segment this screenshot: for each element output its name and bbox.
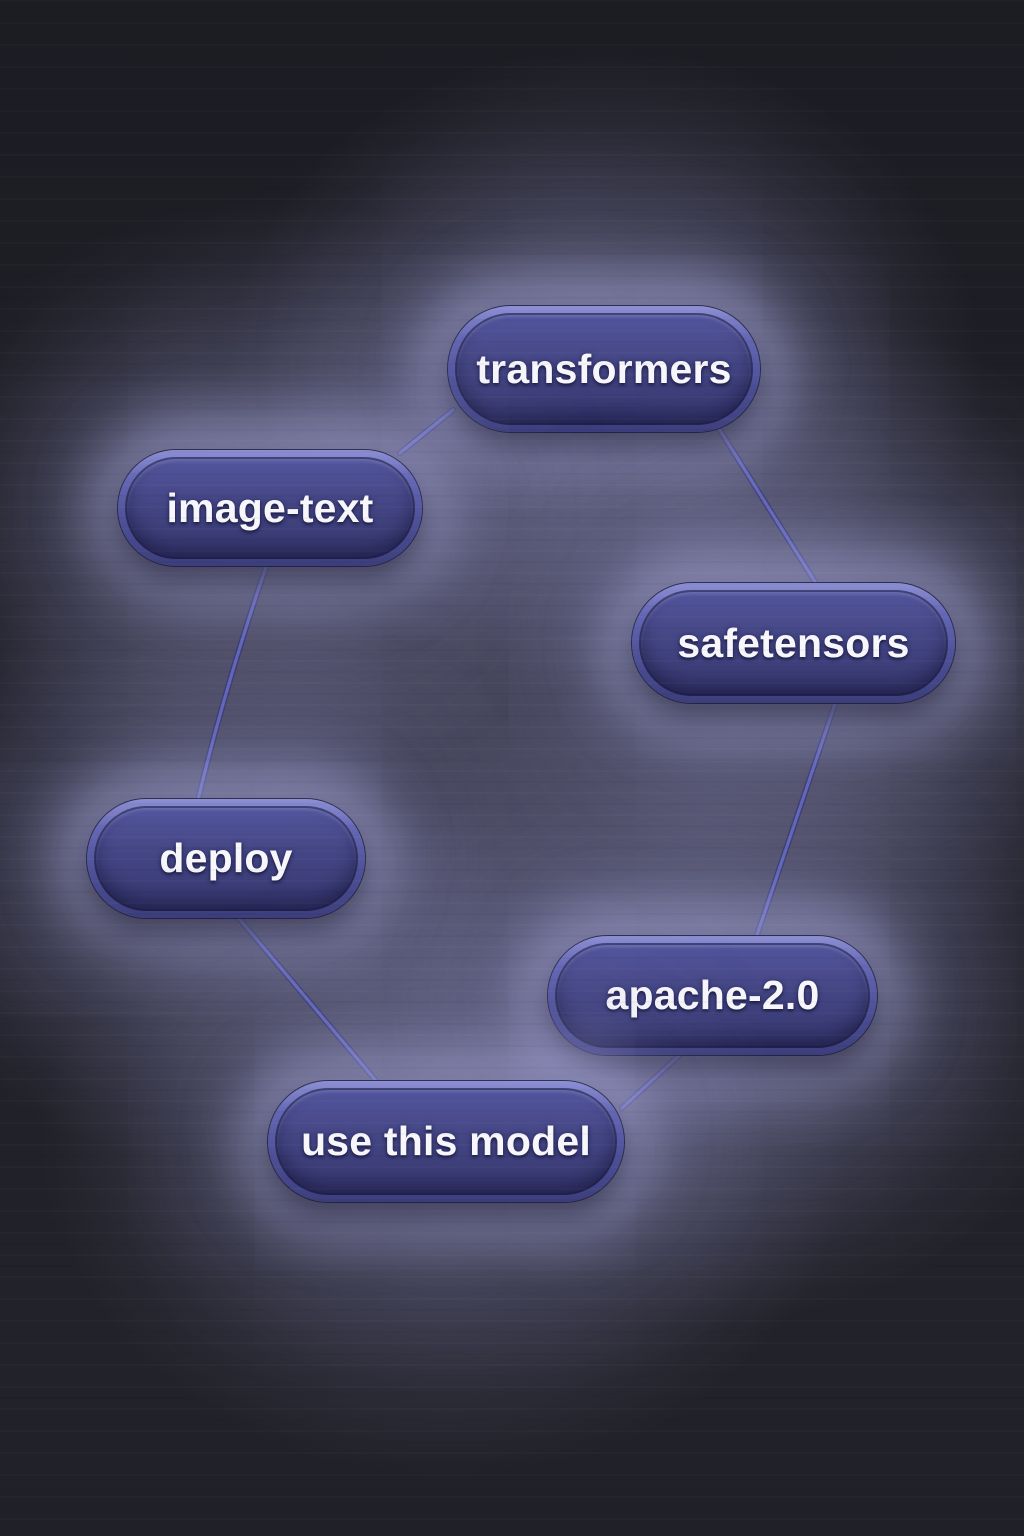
- edge-transformers-safetensors: [714, 422, 819, 587]
- edge-deploy-use-this-model: [235, 914, 379, 1084]
- node-apache-2-0[interactable]: apache-2.0: [548, 936, 877, 1055]
- edge-image-text-deploy: [196, 562, 269, 802]
- node-transformers[interactable]: transformers: [448, 306, 760, 432]
- node-image-text-face: image-text: [125, 457, 415, 559]
- node-deploy-face: deploy: [94, 806, 358, 911]
- node-image-text[interactable]: image-text: [118, 450, 422, 566]
- node-safetensors-face: safetensors: [639, 590, 948, 696]
- node-apache-2-0-label: apache-2.0: [605, 972, 820, 1018]
- edge-transformers-image-text: [398, 408, 455, 455]
- node-transformers-face: transformers: [455, 313, 753, 425]
- node-safetensors-label: safetensors: [677, 619, 910, 666]
- node-use-this-model-label: use this model: [301, 1118, 591, 1164]
- node-safetensors[interactable]: safetensors: [632, 583, 955, 703]
- node-deploy[interactable]: deploy: [87, 799, 365, 918]
- edge-apache-use-this-model: [620, 1051, 684, 1110]
- edge-safetensors-apache: [754, 699, 838, 940]
- node-use-this-model[interactable]: use this model: [268, 1081, 624, 1202]
- node-use-this-model-face: use this model: [275, 1088, 617, 1195]
- node-transformers-label: transformers: [476, 345, 732, 392]
- node-image-text-label: image-text: [166, 484, 374, 531]
- node-deploy-label: deploy: [159, 835, 293, 881]
- node-apache-2-0-face: apache-2.0: [555, 943, 870, 1048]
